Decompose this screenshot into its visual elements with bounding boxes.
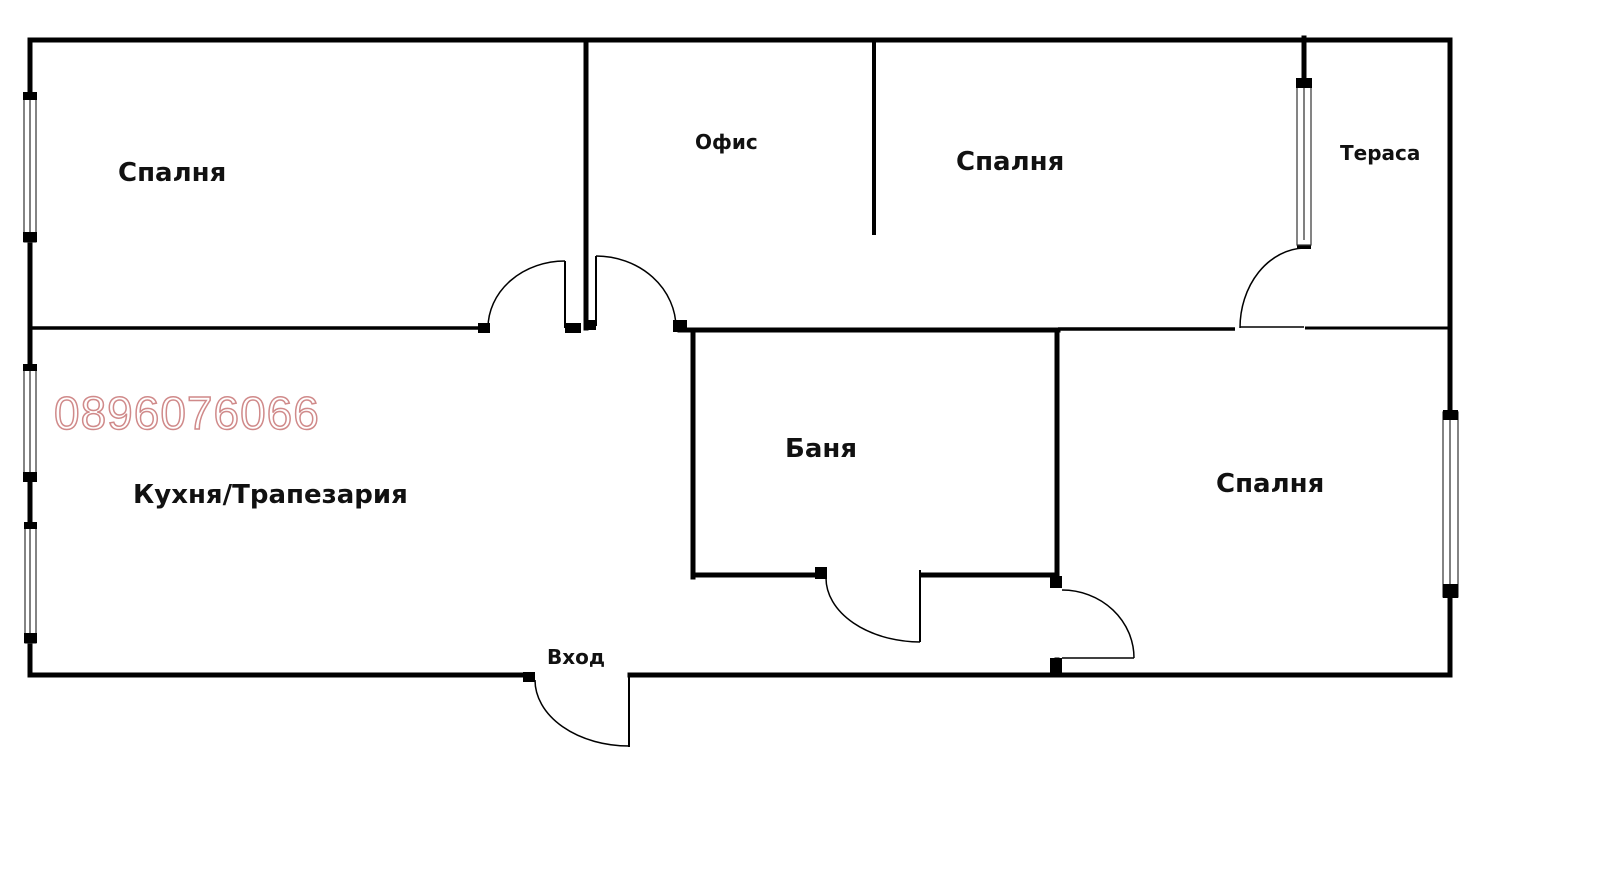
room-label-bedroom-1: Спалня: [118, 158, 227, 188]
room-label-office: Офис: [695, 130, 758, 154]
room-label-kitchen-dining: Кухня/Трапезария: [133, 480, 408, 510]
windows: [23, 78, 1459, 644]
room-label-bathroom: Баня: [785, 434, 858, 464]
doors: [478, 235, 1311, 747]
room-label-bedroom-2: Спалня: [956, 147, 1065, 177]
room-label-terrace: Тераса: [1340, 141, 1421, 165]
phone-watermark: 0896076066: [53, 386, 320, 440]
room-label-bedroom-3: Спалня: [1216, 469, 1325, 499]
entrance-label: Вход: [547, 645, 606, 669]
interior-walls: [30, 35, 1450, 678]
